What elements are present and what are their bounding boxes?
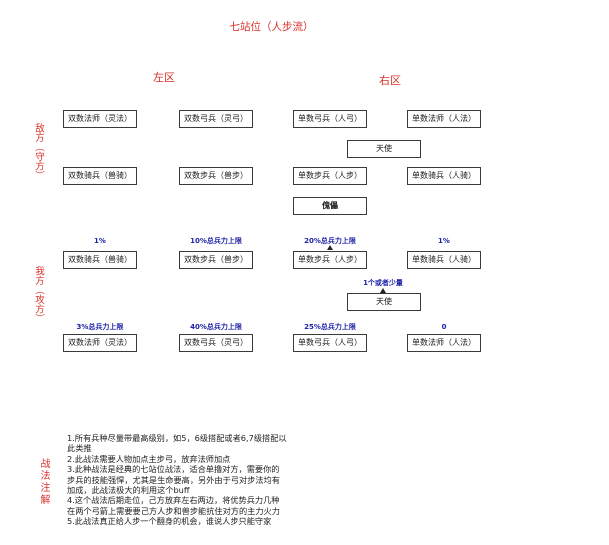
troop-limit-label: 20%总兵力上限: [304, 237, 356, 245]
our-unit-box: 双数步兵（兽步）: [179, 251, 253, 269]
page-title: 七站位（人步流）: [229, 21, 314, 33]
enemy-side-label: 敌方（守方）: [33, 123, 44, 180]
note-line: 此类推: [67, 443, 92, 454]
enemy-unit-box: 双数法师（灵法）: [63, 110, 137, 128]
troop-limit-label: 40%总兵力上限: [190, 323, 242, 331]
enemy-unit-box: 双数弓兵（灵弓）: [179, 110, 253, 128]
our-side-label: 我方（攻方）: [33, 266, 44, 323]
troop-limit-label: 10%总兵力上限: [190, 237, 242, 245]
our-unit-box: 单数弓兵（人弓）: [293, 334, 367, 352]
our-angel-box: 天使: [347, 293, 421, 311]
troop-limit-label: 25%总兵力上限: [304, 323, 356, 331]
our-unit-box: 双数骑兵（兽骑）: [63, 251, 137, 269]
note-line: 5.此战法真正给人步一个翻身的机会，谁说人步只能守家: [67, 516, 272, 527]
troop-limit-label: 3%总兵力上限: [76, 323, 124, 331]
enemy-unit-box: 单数法师（人法）: [407, 110, 481, 128]
enemy-unit-box: 单数弓兵（人弓）: [293, 110, 367, 128]
our-unit-box: 单数法师（人法）: [407, 334, 481, 352]
notes-side-label: 战法注解: [38, 458, 49, 506]
our-unit-box: 单数步兵（人步）: [293, 251, 367, 269]
note-line: 1.所有兵种尽量带最高级别，如5，6级搭配或者6,7级搭配以: [67, 433, 287, 443]
our-unit-box: 单数骑兵（人骑）: [407, 251, 481, 269]
triangle-marker-icon: [380, 288, 386, 293]
troop-limit-label: 1%: [94, 237, 106, 245]
zone-left-label: 左区: [153, 71, 175, 84]
our-unit-box: 双数弓兵（灵弓）: [179, 334, 253, 352]
enemy-unit-box: 双数骑兵（兽骑）: [63, 167, 137, 185]
enemy-unit-box: 单数骑兵（人骑）: [407, 167, 481, 185]
troop-limit-label: 0: [441, 323, 447, 331]
strategy-notes: 1.所有兵种尽量带最高级别，如5，6级搭配或者6,7级搭配以 此类推 2.此战法…: [67, 433, 287, 527]
enemy-angel-box: 天使: [347, 140, 421, 158]
enemy-unit-box: 单数步兵（人步）: [293, 167, 367, 185]
troop-limit-label: 1%: [438, 237, 450, 245]
zone-right-label: 右区: [379, 74, 401, 87]
note-line: 步兵的技能强悍，尤其是生命要高，另外由于弓对步法均有: [67, 474, 280, 485]
note-line: 3.此种战法是经典的七站位战法，适合单撸对方，需要你的: [67, 464, 280, 475]
angel-limit-label: 1个或者少量: [363, 279, 403, 287]
enemy-puppet-box: 傀儡: [293, 197, 367, 215]
triangle-marker-icon: [327, 245, 333, 250]
note-line: 2.此战法需要人物加点主步弓，放弃法师加点: [67, 453, 231, 464]
our-unit-box: 双数法师（灵法）: [63, 334, 137, 352]
note-line: 加成，此战法极大的利用这个buff: [67, 485, 190, 496]
note-line: 4.这个战法后期走位，己方放弃左右两边，将优势兵力几种: [67, 495, 280, 506]
note-line: 在两个弓箭上需要要己方人步和兽步能抗住对方的主力火力: [67, 505, 280, 516]
enemy-unit-box: 双数步兵（兽步）: [179, 167, 253, 185]
